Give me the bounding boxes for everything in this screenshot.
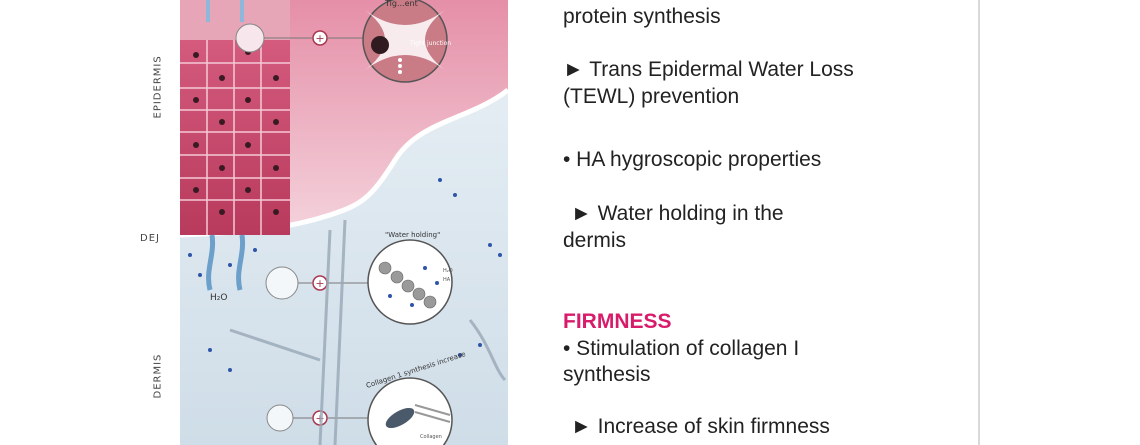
arrow-up-icons [206,0,244,22]
bullet-text-6: ► Increase of skin firmness [571,415,830,438]
ha-small-label: HA [443,277,451,283]
bullet-text-3: • HA hygroscopic properties [563,148,822,171]
firmness-heading: FIRMNESS [563,310,672,333]
lens-circle-top [235,23,265,53]
water-holding-title: "Water holding" [385,231,440,239]
tight-title-label: Tig...ent [384,0,418,8]
water-arrow-icons [206,234,246,291]
ha-molecules [188,178,502,372]
bullet-text-4a: ► Water holding in the [571,202,784,225]
bullet-text-5b: synthesis [563,363,651,386]
fiber-strands [229,219,507,445]
collagen-label: Collagen [420,434,442,440]
h2o-label: H₂O [210,293,227,303]
dej-label: DEJ [140,233,160,244]
bullet-text-2b: (TEWL) prevention [563,85,740,108]
tight-junction-label: Tight junction [409,40,451,47]
svg-text:+: + [315,32,324,45]
h2o-small-label: H₂O [443,268,453,274]
skin-diagram-svg: + Tig...ent Tight junction H₂O [179,0,510,445]
svg-text:+: + [315,277,324,290]
lens-circle-collagen [266,404,294,432]
lens-circle-water [265,266,299,300]
keratinocyte-cells [180,40,290,235]
bullet-text-2a: ► Trans Epidermal Water Loss [563,58,854,81]
bullet-text-5a: • Stimulation of collagen I [563,337,800,360]
skin-illustration: + Tig...ent Tight junction H₂O [0,0,510,445]
bullet-text-1: protein synthesis [563,5,721,28]
bullet-text-4b: dermis [563,229,627,252]
slide-border [978,0,980,445]
